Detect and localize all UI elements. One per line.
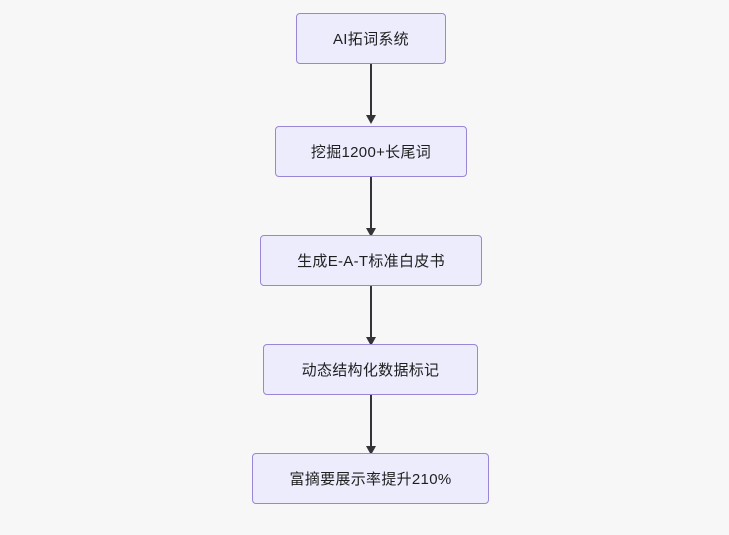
flow-edge-arrow-n1-n2 bbox=[366, 115, 376, 124]
flow-node-n5[interactable]: 富摘要展示率提升210% bbox=[252, 453, 489, 504]
flow-node-label: 富摘要展示率提升210% bbox=[289, 471, 452, 488]
flow-node-label: AI拓词系统 bbox=[333, 31, 409, 48]
flow-edge-n4-n5 bbox=[370, 395, 372, 448]
flow-node-label: 挖掘1200+长尾词 bbox=[310, 144, 432, 161]
flow-node-label: 生成E-A-T标准白皮书 bbox=[297, 253, 445, 270]
flow-node-n3[interactable]: 生成E-A-T标准白皮书 bbox=[260, 235, 482, 286]
flow-edge-n2-n3 bbox=[370, 177, 372, 230]
flow-node-label: 动态结构化数据标记 bbox=[301, 362, 440, 379]
flow-node-n2[interactable]: 挖掘1200+长尾词 bbox=[275, 126, 467, 177]
flow-edge-n1-n2 bbox=[370, 64, 372, 117]
flow-edge-n3-n4 bbox=[370, 286, 372, 339]
flow-edge-arrow-n4-n5 bbox=[366, 446, 376, 455]
flow-edge-arrow-n3-n4 bbox=[366, 337, 376, 346]
flow-node-n1[interactable]: AI拓词系统 bbox=[296, 13, 446, 64]
flow-edge-arrow-n2-n3 bbox=[366, 228, 376, 237]
flow-node-n4[interactable]: 动态结构化数据标记 bbox=[263, 344, 478, 395]
